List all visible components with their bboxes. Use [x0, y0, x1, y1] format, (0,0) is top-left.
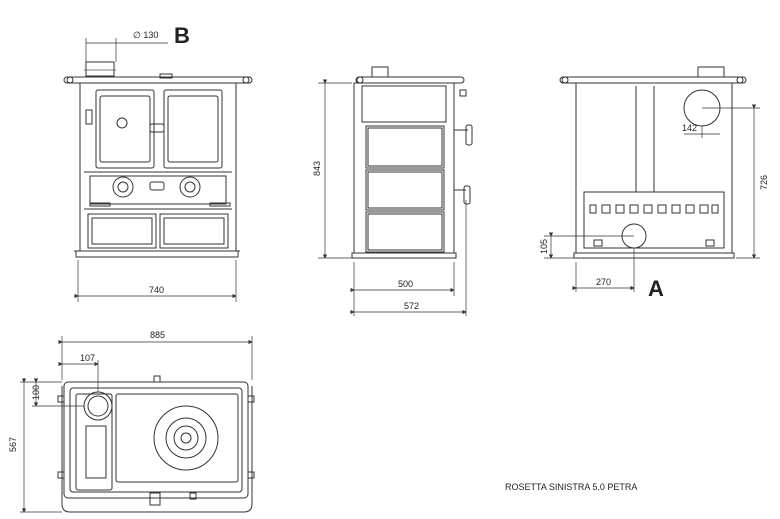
fuel-door — [85, 425, 107, 479]
top-dimensions: 885 107 100 567 — [8, 330, 253, 513]
side-depth-total-label: 572 — [404, 301, 419, 311]
front-view — [63, 61, 253, 258]
front-dimensions: ∅ 130 B 740 — [74, 23, 237, 302]
rear-flue-top — [697, 66, 725, 78]
top-width-label: 885 — [150, 330, 165, 340]
air-regulator-right — [179, 176, 201, 198]
drawer-right — [159, 213, 229, 249]
rear-offset-270-label: 270 — [596, 277, 611, 287]
rear-panel — [583, 191, 725, 249]
drawer-left — [87, 213, 157, 249]
side-depth-inner-label: 500 — [398, 279, 413, 289]
side-flue — [371, 66, 389, 78]
side-view — [351, 66, 473, 259]
plinth — [75, 250, 239, 258]
vent-row — [589, 204, 719, 214]
top-body — [63, 381, 249, 499]
rear-outlet-label: A — [648, 276, 664, 301]
model-caption: ROSETTA SINISTRA 5.0 PETRA — [505, 482, 637, 492]
hob-plate — [115, 393, 239, 483]
rear-dimensions: 142 726 105 270 A — [539, 104, 769, 301]
top-view — [57, 375, 255, 513]
air-regulator-left — [112, 176, 134, 198]
firebox-area — [75, 393, 113, 491]
top-offset-107-label: 107 — [80, 353, 95, 363]
rear-offset-142-label: 142 — [682, 123, 697, 133]
rear-view — [559, 66, 747, 259]
front-body — [79, 82, 237, 252]
flue-outlet-label: B — [174, 23, 190, 48]
top-offset-100-label: 100 — [31, 385, 41, 400]
oven-door-right — [163, 89, 223, 169]
oven-door-left — [95, 89, 155, 169]
hob-ring-outer — [153, 405, 219, 471]
height-label: 843 — [312, 161, 322, 176]
oven-thermometer — [116, 117, 128, 129]
top-rail — [63, 76, 253, 84]
rear-height-726-label: 726 — [759, 175, 769, 190]
flue-diameter-label: ∅ 130 — [133, 30, 158, 40]
side-dimensions: 843 500 572 — [312, 79, 467, 316]
top-depth-label: 567 — [8, 437, 18, 452]
ash-panel — [89, 175, 227, 205]
front-width-label: 740 — [149, 285, 164, 295]
flue-pipe — [85, 61, 115, 77]
rear-height-105-label: 105 — [539, 239, 549, 254]
